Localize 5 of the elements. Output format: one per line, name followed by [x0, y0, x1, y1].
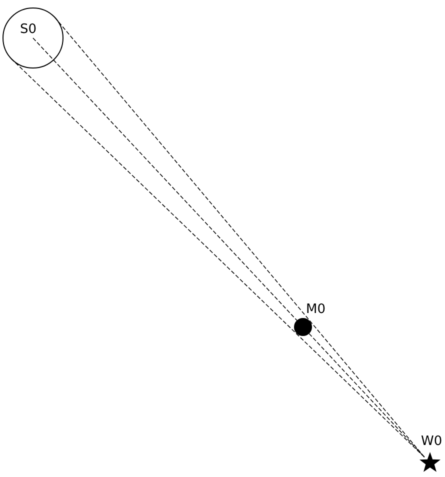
point-label: S0	[20, 23, 37, 37]
dashed-line	[308, 333, 425, 458]
point-label: W0	[421, 435, 442, 449]
point-label: M0	[306, 303, 326, 317]
dashed-line	[32, 38, 298, 321]
